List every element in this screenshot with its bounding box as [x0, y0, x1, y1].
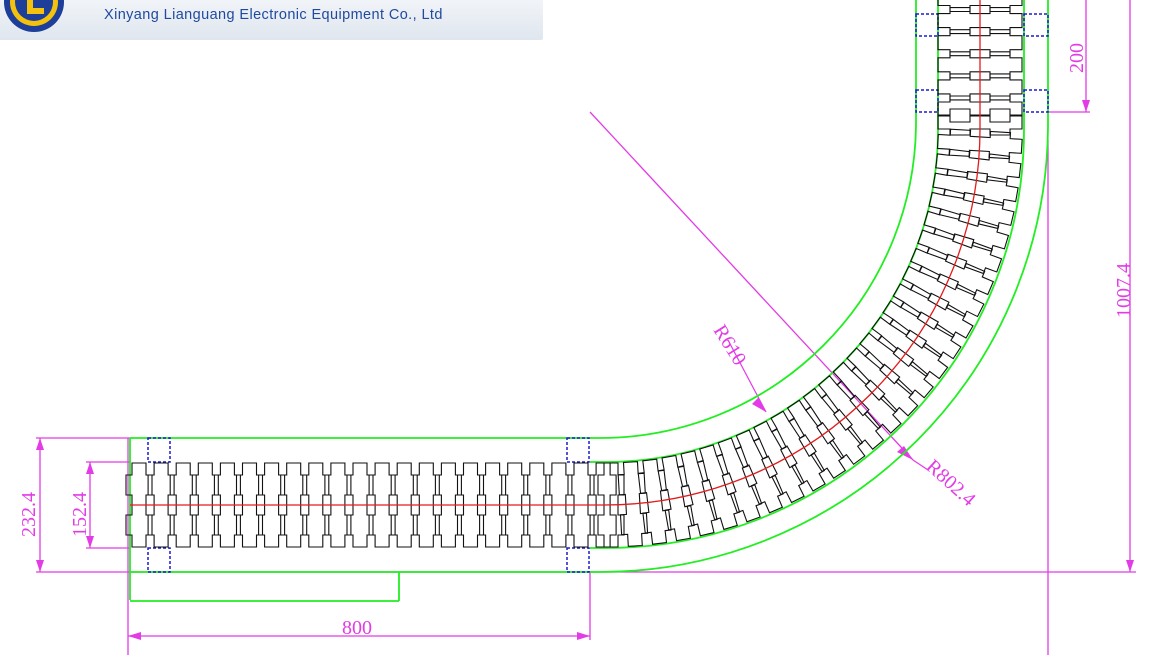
chain-link [280, 462, 308, 548]
outer-guide-rail [130, 0, 1049, 573]
chain-link [501, 462, 529, 548]
bearing-blocks [147, 13, 1049, 573]
chain-link [696, 444, 741, 531]
chain-link [434, 462, 462, 548]
dimension-label-outer-height: 1007.4 [1113, 263, 1135, 318]
chain-link [169, 462, 197, 548]
chain-link [734, 429, 784, 514]
chain-link [928, 188, 1015, 230]
chain-link [937, 73, 1023, 101]
chain-link [125, 462, 153, 548]
chain-link [479, 462, 507, 548]
chain-link [258, 462, 286, 548]
dimension-label-outer-radius: R802.4 [922, 455, 980, 510]
guide-rails [129, 0, 1049, 602]
chain-link [937, 7, 1023, 35]
dimension-arrow [86, 536, 94, 548]
chain-link [871, 316, 949, 380]
bearing-block [147, 547, 171, 573]
dimension-arrow [1126, 560, 1134, 572]
chain-link [786, 399, 847, 479]
dimension-arrow [36, 438, 44, 450]
chain-link [923, 208, 1010, 252]
bearing-block [1023, 89, 1049, 113]
dimension-arrow [36, 560, 44, 572]
chain-link [817, 375, 885, 450]
dimension-outer-height [130, 0, 1136, 655]
chain-link [235, 462, 264, 548]
chain-link [882, 300, 962, 360]
chain-centerline [130, 0, 981, 506]
dimension-arrow [128, 632, 141, 640]
dimension-label-inner-radius: R610 [709, 321, 751, 369]
chain-link [937, 51, 1023, 79]
bearing-block [566, 547, 590, 573]
chain-link [936, 128, 1023, 160]
chain-link [753, 420, 805, 504]
chain-link [545, 462, 573, 548]
bearing-block [1023, 13, 1049, 37]
chain-link [937, 0, 1023, 13]
chain-link [846, 347, 919, 417]
chain-link [368, 462, 396, 548]
chain-link [302, 462, 330, 548]
chain-link [597, 462, 625, 548]
chain-link [412, 462, 440, 548]
chain-link [802, 387, 866, 466]
chain-link [191, 462, 219, 548]
chain-link [892, 283, 974, 339]
bearing-block [566, 437, 590, 463]
radius-leader-line [589, 111, 914, 461]
chain-links [125, 0, 1023, 548]
chain-link [917, 227, 1003, 275]
radius-outer-label-leader [912, 459, 929, 471]
chain-link [147, 462, 175, 548]
chain-link [770, 410, 826, 492]
chain-link [937, 29, 1023, 57]
chain-link [859, 332, 934, 399]
chain-link [657, 454, 695, 542]
bearing-block [915, 89, 939, 113]
chain-link [901, 265, 985, 318]
dimension-label-overall-width: 232.4 [18, 492, 40, 537]
dimension-label-end-length: 200 [1066, 43, 1088, 73]
dimension-straight-length [127, 438, 591, 655]
chain-link [456, 462, 485, 548]
chain-link [677, 450, 718, 537]
chain-link [324, 462, 352, 548]
chain-link [832, 361, 902, 434]
chain-link [909, 246, 995, 296]
bearing-block [915, 13, 939, 37]
dimension-label-chain-width: 152.4 [69, 492, 91, 537]
chain-link [346, 462, 374, 548]
company-name: Xinyang Lianguang Electronic Equipment C… [104, 7, 443, 23]
chain-link [567, 462, 595, 548]
dimension-arrow [577, 632, 590, 640]
radius-label-leader [727, 339, 767, 413]
dimension-overall-width [36, 437, 130, 573]
chain-link [932, 168, 1019, 207]
chain-link [617, 461, 649, 547]
dimension-arrow [86, 462, 94, 474]
radius-arrowhead-inner [752, 398, 766, 412]
dimension-chain-width [86, 461, 130, 549]
dimension-end-length [1048, 0, 1090, 113]
lianguang-logo-icon [4, 0, 64, 32]
company-header: Xinyang Lianguang Electronic Equipment C… [0, 0, 543, 40]
chain-link [523, 462, 551, 548]
chain-link [390, 462, 418, 548]
bearing-block [147, 437, 171, 463]
dimension-label-straight-length: 800 [342, 617, 372, 639]
dimension-arrow [1082, 100, 1090, 112]
chain-link [213, 462, 241, 548]
chain-guide-outer [590, 0, 1025, 549]
chain-link [715, 437, 763, 523]
chain-link [937, 95, 1023, 123]
chain-link [637, 458, 672, 545]
chain-link [935, 148, 1022, 183]
inner-guide-rail [130, 0, 917, 439]
